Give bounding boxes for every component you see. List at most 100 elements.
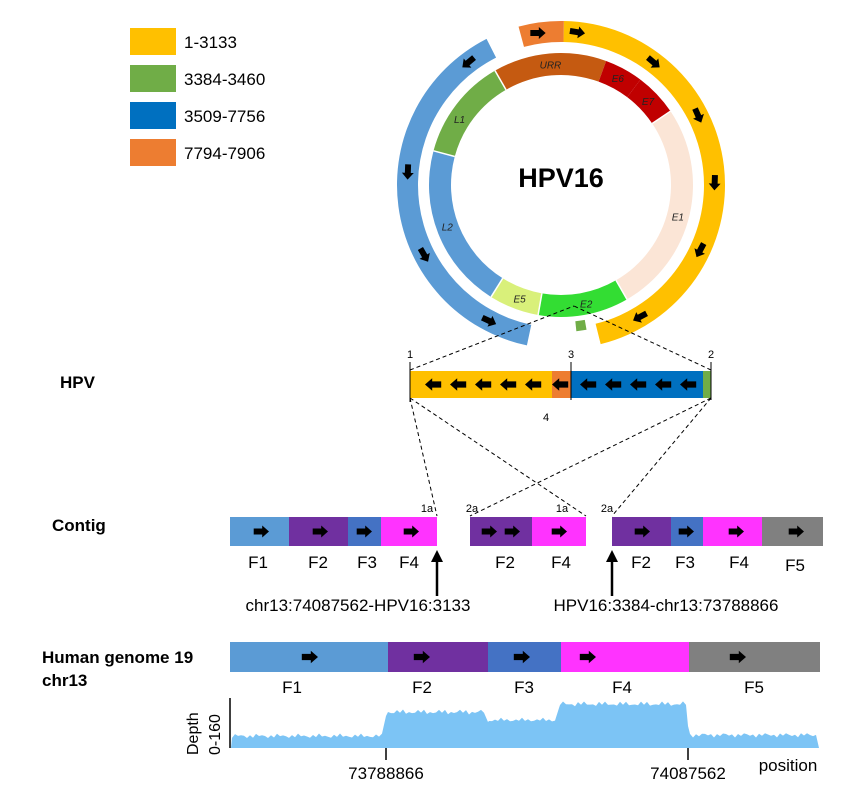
gene-label-e5: E5 — [513, 295, 526, 306]
contig-arrow-c1-f2 — [312, 525, 328, 538]
contig-arrow-c3-f5 — [788, 525, 804, 538]
hpv-arrow-yellow-0 — [425, 378, 442, 391]
connector-1-to-1a-second — [409, 397, 587, 517]
connector-1-to-1a-first — [409, 397, 438, 517]
depth-tick-1: 73788866 — [348, 764, 424, 783]
genome-label-f4: F4 — [612, 678, 632, 697]
breakpoint-2-label: HPV16:3384-chr13:73788866 — [554, 596, 779, 615]
contig1-junction-1a: 1a — [421, 503, 434, 515]
outer-ring-blue — [397, 38, 532, 346]
connector-circle-left — [409, 305, 575, 371]
gene-label-l1: L1 — [454, 115, 465, 126]
contig-row-label: Contig — [52, 516, 106, 535]
hpv-row-label: HPV — [60, 373, 96, 392]
depth-yrange: 0-160 — [207, 714, 224, 755]
genome-label-line1: Human genome 19 — [42, 648, 193, 667]
gene-e1 — [616, 111, 694, 300]
genome-label-f2: F2 — [412, 678, 432, 697]
ring-arrow-blue-3 — [462, 55, 476, 68]
connector-circle-right — [573, 305, 712, 371]
contig2-f2 — [470, 517, 532, 546]
connector-2-to-2a-second — [611, 397, 712, 517]
depth-track — [229, 698, 819, 760]
gene-urr — [495, 52, 607, 90]
gene-e6 — [598, 60, 641, 98]
marker-3-label: 3 — [568, 349, 574, 361]
contig2-label-f2: F2 — [495, 553, 515, 572]
gene-e7 — [627, 79, 671, 124]
contig1-label-f4: F4 — [399, 553, 419, 572]
hpv-arrow-blue-4 — [680, 378, 697, 391]
hpv-arrows — [425, 378, 697, 391]
contig-arrow-c2-f4 — [551, 525, 567, 538]
contig-arrow-c2-f2a — [481, 525, 497, 538]
legend-swatch-yellow — [130, 28, 176, 55]
ring-arrow-yellow-5 — [633, 310, 648, 323]
marker-4-label: 4 — [543, 412, 549, 424]
outer-ring-yellow — [563, 21, 725, 345]
depth-tick-2: 74087562 — [650, 764, 726, 783]
gene-boundary — [494, 70, 507, 91]
legend-label-4: 7794-7906 — [184, 144, 265, 163]
outer-ring-green-mark — [575, 319, 587, 332]
dashed-connectors — [409, 305, 712, 517]
contig-arrow-c3-f3 — [678, 525, 694, 538]
genome-f5 — [689, 642, 820, 672]
depth-xlabel: position — [759, 756, 818, 775]
legend-swatch-green — [130, 65, 176, 92]
gene-label-l2: L2 — [442, 222, 454, 233]
connector-2-to-2a-first — [469, 397, 712, 517]
contig2-label-f4: F4 — [551, 553, 571, 572]
marker-2-label: 2 — [708, 349, 714, 361]
contig-arrow-c2-f2b — [504, 525, 520, 538]
gene-label-urr: URR — [540, 60, 562, 71]
gene-label-e1: E1 — [672, 212, 684, 223]
hpv-arrow-blue-3 — [655, 378, 672, 391]
hpv-arrow-yellow-4 — [525, 378, 542, 391]
genome-label-f1: F1 — [282, 678, 302, 697]
genome-f2 — [388, 642, 488, 672]
breakpoint-2-arrow — [606, 550, 618, 596]
hpv-arrow-yellow-2 — [475, 378, 492, 391]
breakpoint-1-label: chr13:74087562-HPV16:3133 — [246, 596, 471, 615]
breakpoint-1-arrow — [431, 550, 443, 596]
legend-swatch-blue — [130, 102, 176, 129]
gene-l1 — [433, 70, 506, 157]
contig1-label-f3: F3 — [357, 553, 377, 572]
contig1-label-f2: F2 — [308, 553, 328, 572]
gene-boundary — [537, 293, 543, 316]
ring-arrow-blue-0 — [481, 314, 497, 327]
contig-arrow-c1-f3 — [356, 525, 372, 538]
gene-boundary — [433, 150, 455, 158]
hpv-bar — [409, 362, 712, 402]
contig3-label-f4: F4 — [729, 553, 749, 572]
contig2-junction-1a: 1a — [556, 503, 569, 515]
ring-arrow-orange — [530, 27, 546, 39]
contig-arrow-c1-f4 — [403, 525, 419, 538]
contig3-label-f5: F5 — [785, 556, 805, 575]
circle-title: HPV16 — [518, 163, 604, 193]
gene-boundary — [615, 279, 628, 300]
ring-arrow-yellow-0 — [569, 26, 586, 39]
gene-e2 — [538, 280, 627, 317]
contig3-label-f2: F2 — [631, 553, 651, 572]
ring-arrow-yellow-3 — [708, 174, 721, 191]
gene-e5 — [491, 278, 542, 315]
gene-label-e6: E6 — [612, 74, 625, 85]
ring-arrow-yellow-4 — [694, 242, 707, 258]
hpv-arrow-yellow-1 — [450, 378, 467, 391]
gene-l2 — [429, 150, 503, 297]
legend-label-3: 3509-7756 — [184, 107, 265, 126]
contig2-junction-2a: 2a — [466, 503, 479, 515]
ring-arrow-blue-2 — [401, 164, 414, 180]
legend-label-2: 3384-3460 — [184, 70, 265, 89]
genome-label-f3: F3 — [514, 678, 534, 697]
genome-label-line2: chr13 — [42, 671, 87, 690]
ring-arrow-yellow-1 — [646, 55, 660, 68]
contig-arrow-c3-f4 — [728, 525, 744, 538]
genome-label-f5: F5 — [744, 678, 764, 697]
hpv-arrow-yellow-3 — [500, 378, 517, 391]
contig3-junction-2a: 2a — [601, 503, 614, 515]
